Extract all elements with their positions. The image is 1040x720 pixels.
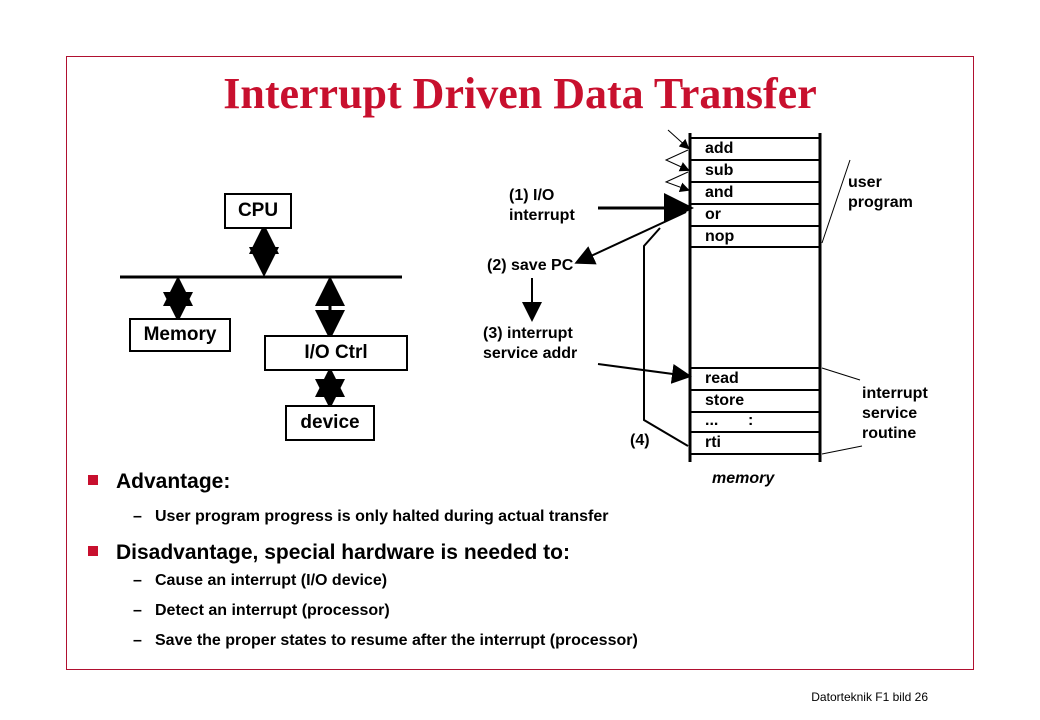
user-program-label: user program: [848, 174, 913, 211]
io-ctrl-box: I/O Ctrl: [264, 335, 408, 371]
disadvantage-item: –Save the proper states to resume after …: [133, 632, 638, 649]
cpu-box: CPU: [224, 193, 292, 229]
slide-footer: Datorteknik F1 bild 26: [811, 690, 928, 704]
mem-read: read: [705, 370, 739, 387]
mem-store: store: [705, 392, 745, 409]
step1-label: (1) I/O interrupt: [509, 187, 575, 224]
device-box: device: [285, 405, 375, 441]
step4-label: (4): [630, 432, 650, 449]
pc-flow-arrows: [664, 129, 690, 192]
mem-nop: nop: [705, 228, 735, 245]
mem-rti: rti: [705, 434, 721, 451]
step2-arrow: [574, 211, 687, 265]
bullet-square-icon: [88, 475, 98, 486]
mem-or: or: [705, 206, 721, 223]
memory-box: Memory: [129, 318, 231, 352]
isr-leader-top: [821, 367, 861, 381]
mem-ellipsis: ...: [705, 412, 719, 429]
memory-caption: memory: [712, 470, 775, 487]
user-program-leader: [821, 159, 851, 244]
step4-return-path: [643, 227, 689, 447]
advantage-item: –User program progress is only halted du…: [133, 508, 609, 525]
isr-label: interrupt service routine: [862, 385, 928, 442]
step3-label: (3) interrupt service addr: [483, 325, 578, 362]
disadvantage-item: –Cause an interrupt (I/O device): [133, 572, 388, 589]
step2-label: (2) save PC: [487, 257, 574, 274]
advantage-heading: Advantage:: [88, 470, 230, 494]
memory-row-dividers: [690, 137, 820, 455]
disadvantage-heading: Disadvantage, special hardware is needed…: [88, 541, 570, 565]
bullet-square-icon: [88, 546, 98, 557]
disadvantage-item: –Detect an interrupt (processor): [133, 602, 390, 619]
isr-leader-bottom: [821, 445, 863, 455]
mem-and: and: [705, 184, 734, 201]
slide-title: Interrupt Driven Data Transfer: [223, 69, 817, 118]
mem-colon: :: [748, 412, 754, 429]
mem-add: add: [705, 140, 734, 157]
slide-frame: [66, 56, 974, 670]
mem-sub: sub: [705, 162, 734, 179]
